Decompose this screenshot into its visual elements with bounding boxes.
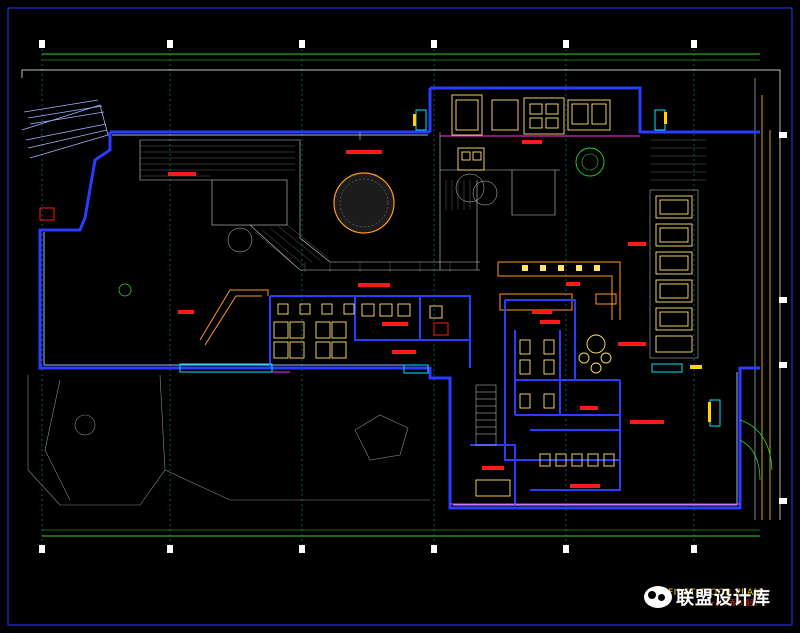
room-labels xyxy=(168,140,664,488)
wechat-icon xyxy=(644,586,672,608)
office-desks xyxy=(273,303,615,497)
grid-axis-markers xyxy=(39,40,787,553)
lounge-furniture xyxy=(451,94,611,171)
right-seating-column xyxy=(655,195,693,353)
drawing-title-block: FIRST FLOOR PLAN 一层平面布置图 xyxy=(668,588,761,607)
watermark-text: 联盟设计库 xyxy=(676,588,771,609)
drawing-title: FIRST FLOOR PLAN xyxy=(668,588,761,598)
watermark: 联盟设计库 xyxy=(644,584,771,610)
drawing-frame xyxy=(7,7,793,626)
drawing-subtitle: 一层平面布置图 xyxy=(708,599,757,607)
round-planter xyxy=(333,172,395,234)
